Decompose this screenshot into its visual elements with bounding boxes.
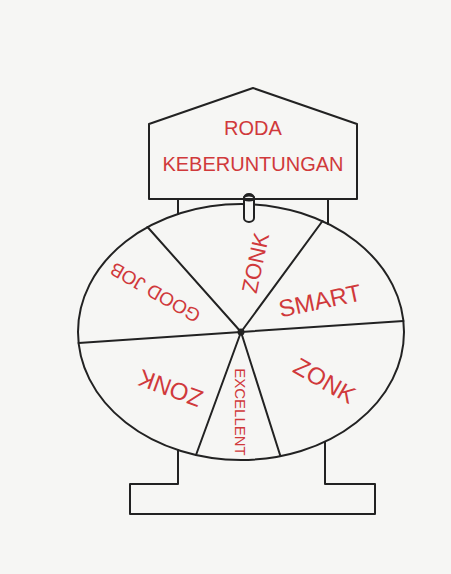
header-notch bbox=[177, 200, 179, 214]
house-outline bbox=[148, 86, 358, 200]
wheel-segment: ZONK bbox=[285, 349, 364, 413]
segment-label: ZONK bbox=[134, 364, 206, 413]
wheel-rim bbox=[78, 204, 404, 460]
segment-label: GOOD JOB bbox=[106, 257, 204, 326]
wheel-segment: ZONK bbox=[130, 361, 210, 416]
segment-divider bbox=[241, 321, 403, 332]
segment-label: EXCELLENT bbox=[232, 368, 249, 456]
segment-label: SMART bbox=[276, 279, 364, 323]
title-house: RODA KEBERUNTUNGAN bbox=[148, 86, 358, 200]
segment-label: ZONK bbox=[288, 352, 360, 409]
wheel-stand bbox=[130, 442, 375, 514]
title-text: RODA KEBERUNTUNGAN bbox=[156, 110, 350, 182]
wheel-segment: GOOD JOB bbox=[103, 254, 209, 330]
wheel-segment: SMART bbox=[273, 276, 368, 326]
segment-label: ZONK bbox=[237, 230, 275, 296]
house-shape bbox=[149, 88, 357, 199]
wheel-segment: EXCELLENT bbox=[229, 365, 251, 459]
segment-divider bbox=[79, 332, 241, 343]
wheel-hub bbox=[239, 330, 244, 335]
header-notch bbox=[327, 200, 329, 224]
